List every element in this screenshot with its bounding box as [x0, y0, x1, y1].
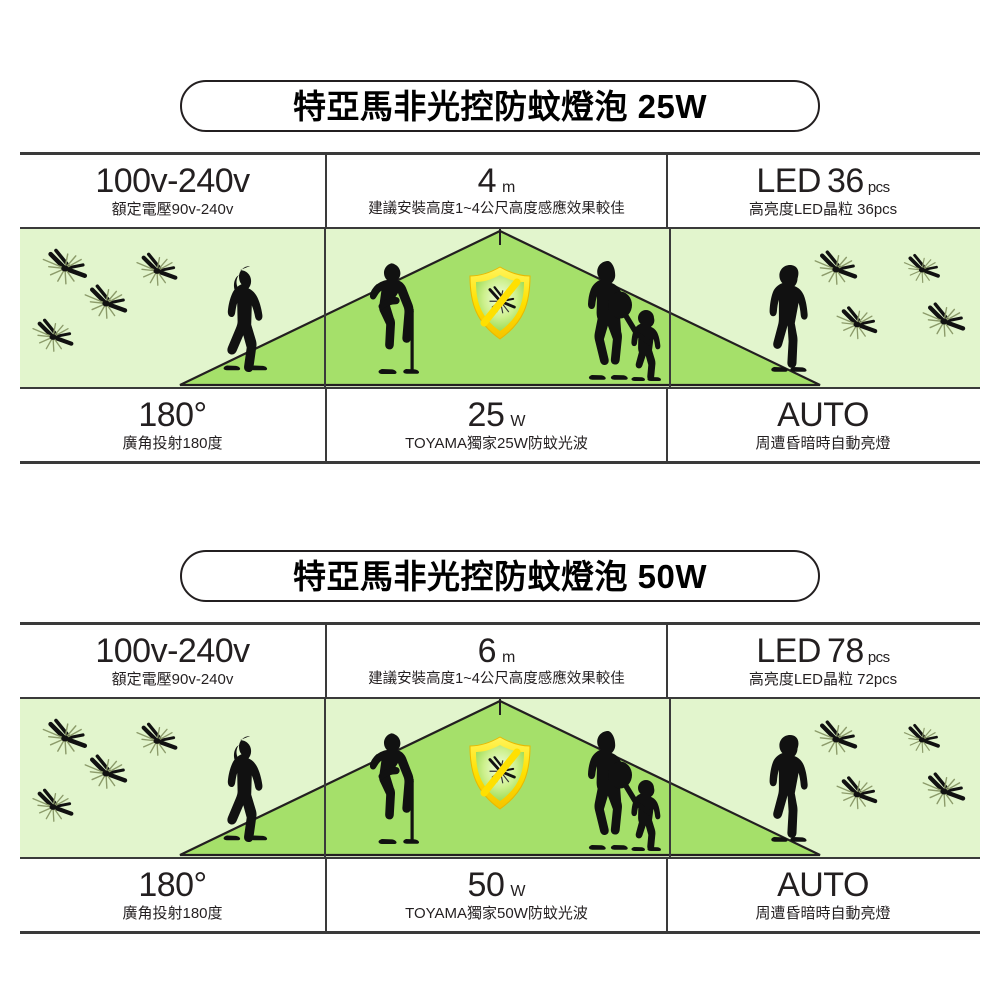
panel-title-wrap: 特亞馬非光控防蚊燈泡 50W	[0, 550, 1000, 602]
illustration-band	[20, 697, 980, 857]
spec-sub: TOYAMA獨家50W防蚊光波	[405, 904, 588, 922]
spec-sub: 建議安裝高度1~4公尺高度感應效果較佳	[368, 200, 625, 217]
spec-sub: 高亮度LED晶粒 72pcs	[748, 670, 898, 688]
spec-value-text: 100v-240v	[95, 631, 250, 670]
spec-sub: 周遭昏暗時自動亮燈	[755, 434, 891, 452]
panel-title-pill: 特亞馬非光控防蚊燈泡 50W	[180, 550, 820, 602]
spec-cell-beam-angle: 180° 廣角投射180度	[20, 859, 325, 931]
spec-sub: 額定電壓90v-240v	[111, 200, 234, 218]
spec-value: 180°	[138, 865, 207, 904]
spec-value: 180°	[138, 395, 207, 434]
spec-cell-voltage: 100v-240v 額定電壓90v-240v	[20, 155, 325, 227]
spec-unit: pcs	[867, 648, 890, 666]
panel-title-wrap: 特亞馬非光控防蚊燈泡 25W	[0, 80, 1000, 132]
spec-sub: 額定電壓90v-240v	[111, 670, 234, 688]
spec-unit: m	[502, 179, 516, 197]
spec-value: AUTO	[777, 865, 869, 904]
spec-value: 50 W	[467, 865, 526, 904]
spec-value: 25 W	[467, 395, 526, 434]
spec-value: 100v-240v	[95, 631, 250, 670]
spec-value-text: 4	[477, 162, 497, 201]
spec-sub: 建議安裝高度1~4公尺高度感應效果較佳	[368, 670, 625, 687]
spec-unit: W	[510, 412, 526, 430]
spec-cell-power: 25 W TOYAMA獨家25W防蚊光波	[325, 389, 668, 461]
mosquito-blocked-shield-icon	[469, 736, 531, 810]
spec-value-text: 100v-240v	[95, 161, 250, 200]
spec-value-text: 78	[826, 631, 864, 670]
mosquito-blocked-shield-icon	[469, 266, 531, 340]
spec-row-bottom: 180° 廣角投射180度 50 W TOYAMA獨家50W防蚊光波 AUTO 周…	[20, 857, 980, 931]
spec-value-text: AUTO	[777, 395, 869, 434]
spec-sub: 周遭昏暗時自動亮燈	[755, 904, 891, 922]
spec-value-text: 25	[467, 395, 505, 434]
spec-value: AUTO	[777, 395, 869, 434]
spec-unit: pcs	[867, 178, 890, 196]
illustration-band	[20, 227, 980, 387]
page-title: 特亞馬非光控防蚊燈泡 50W	[292, 557, 708, 595]
spec-value-text: 50	[467, 865, 505, 904]
page-title: 特亞馬非光控防蚊燈泡 25W	[292, 87, 708, 125]
spec-cell-power: 50 W TOYAMA獨家50W防蚊光波	[325, 859, 668, 931]
protection-cone-outline	[179, 699, 821, 857]
spec-value-text: 180°	[138, 865, 207, 904]
protection-cone-outline	[179, 229, 821, 387]
spec-value-prefix: LED	[756, 161, 821, 200]
spec-value-text: 180°	[138, 395, 207, 434]
spec-row-bottom: 180° 廣角投射180度 25 W TOYAMA獨家25W防蚊光波 AUTO 周…	[20, 387, 980, 461]
spec-sub: TOYAMA獨家25W防蚊光波	[405, 434, 588, 452]
spec-sub: 高亮度LED晶粒 36pcs	[748, 200, 898, 218]
spec-value: 100v-240v	[95, 161, 250, 200]
spec-unit: m	[502, 649, 516, 667]
spec-cell-voltage: 100v-240v 額定電壓90v-240v	[20, 625, 325, 697]
spec-unit: W	[510, 882, 526, 900]
illustration-svg	[20, 229, 980, 387]
spec-cell-beam-angle: 180° 廣角投射180度	[20, 389, 325, 461]
spec-value-text: AUTO	[777, 865, 869, 904]
spec-cell-auto-mode: AUTO 周遭昏暗時自動亮燈	[668, 859, 978, 931]
panel-title-pill: 特亞馬非光控防蚊燈泡 25W	[180, 80, 820, 132]
spec-value-text: 36	[826, 161, 864, 200]
spec-value-text: 6	[477, 632, 497, 671]
spec-sub: 廣角投射180度	[122, 904, 223, 922]
illustration-svg	[20, 699, 980, 857]
spec-value-prefix: LED	[756, 631, 821, 670]
spec-sub: 廣角投射180度	[122, 434, 223, 452]
spec-cell-auto-mode: AUTO 周遭昏暗時自動亮燈	[668, 389, 978, 461]
